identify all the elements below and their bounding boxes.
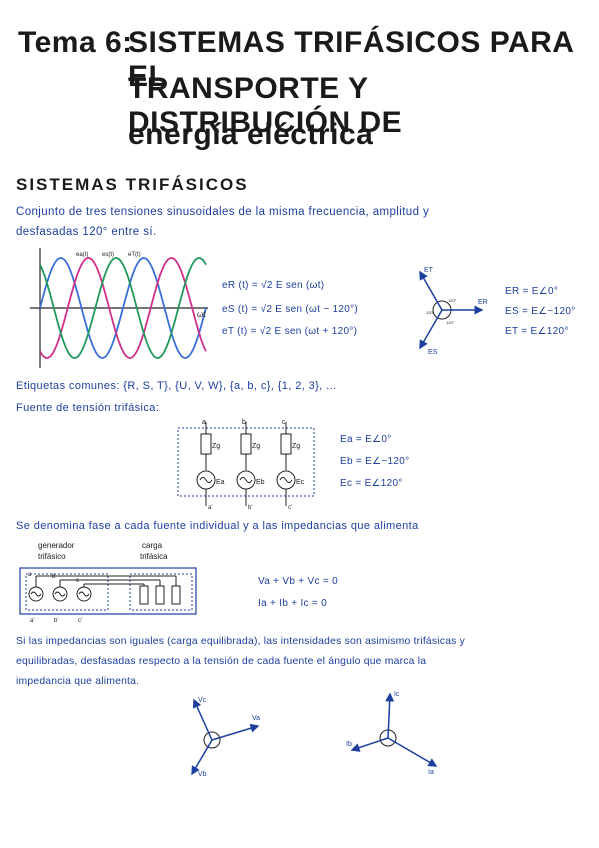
wave-label-t: eT(t) — [128, 252, 141, 258]
svg-text:a': a' — [30, 618, 34, 624]
load-box — [129, 573, 193, 611]
svg-text:b': b' — [54, 618, 58, 624]
generator-label-2: trifásico — [38, 552, 66, 561]
title-line-2: transporte y distribución de — [128, 72, 403, 139]
equation-phasor-r: ER = E∠0° — [505, 286, 559, 297]
svg-text:Zg: Zg — [292, 443, 300, 450]
phasor-v-label-b: Vb — [198, 771, 207, 778]
svg-text:c: c — [76, 578, 79, 584]
phase-definition: Se denomina fase a cada fuente individua… — [16, 520, 419, 532]
generator-load-diagram: a b c a' b' c' — [19, 567, 197, 624]
outer-connection-box — [19, 567, 197, 615]
equation-time-t: eT (t) = √2 E sen (ωt + 120°) — [222, 326, 358, 337]
source-branch-a — [196, 422, 216, 506]
wave-a — [39, 257, 207, 359]
intro-line-1: Conjunto de tres tensiones sinusoidales … — [16, 206, 430, 218]
wave-s — [39, 257, 207, 359]
svg-text:Zg: Zg — [252, 443, 260, 450]
equation-source-a: Ea = E∠0° — [340, 434, 392, 445]
svg-text:a': a' — [208, 505, 212, 510]
phasor-i-label-a: Ia — [428, 769, 434, 776]
title-line-1: Sistemas trifásicos para el — [128, 26, 574, 93]
intro-line-2: desfasadas 120° entre sí. — [16, 226, 157, 238]
wave-label-a: ea(t) — [76, 252, 88, 258]
svg-text:a: a — [202, 419, 206, 426]
phasor-i-label-b: Ib — [346, 741, 352, 748]
svg-text:120°: 120° — [446, 320, 455, 325]
svg-text:Eb: Eb — [256, 479, 265, 486]
equation-source-c: Ec = E∠120° — [340, 478, 403, 489]
section-heading: Sistemas trifásicos — [16, 175, 249, 194]
balanced-line-3: impedancia que alimenta. — [16, 676, 140, 687]
phasor-et-arrow — [419, 270, 443, 311]
phasor-v-label-c: Vc — [198, 697, 207, 704]
svg-text:b': b' — [248, 505, 252, 510]
svg-text:Zg: Zg — [212, 443, 220, 450]
phasor-label-es: ES — [428, 349, 438, 356]
source-branch-b — [236, 422, 256, 506]
phasor-label-er: ER — [478, 299, 488, 306]
svg-text:a: a — [28, 572, 32, 578]
title-label: Tema 6: — [18, 26, 133, 59]
phasor-v-label-a: Va — [252, 715, 260, 722]
title-line-3: energía eléctrica — [128, 118, 374, 151]
svg-text:b: b — [52, 574, 56, 580]
equation-phasor-t: ET = E∠120° — [505, 326, 569, 337]
svg-text:Ea: Ea — [216, 479, 225, 486]
generator-box — [25, 573, 109, 611]
equation-phasor-s: ES = E∠−120° — [505, 306, 576, 317]
phasor-es-arrow — [419, 309, 443, 350]
svg-text:c': c' — [288, 505, 292, 510]
svg-text:120°: 120° — [426, 310, 435, 315]
phasor-diagram-current: Ic Ib Ia — [346, 691, 438, 776]
svg-text:Ec: Ec — [296, 479, 305, 486]
balanced-line-2: equilibradas, desfasadas respecto a la t… — [16, 656, 427, 667]
phasor-diagram-voltage: Vc Va Vb — [191, 697, 260, 778]
phasor-diagram-rst: ET ER ES 120° 120° 120° — [419, 267, 488, 356]
load-label-1: carga — [142, 541, 163, 550]
equation-source-b: Eb = E∠−120° — [340, 456, 410, 467]
source-branch-c — [276, 422, 296, 506]
balanced-line-1: Si las impedancias son iguales (carga eq… — [16, 636, 466, 647]
svg-text:b: b — [242, 419, 246, 426]
load-label-2: trifásica — [140, 552, 168, 561]
phasor-i-label-c: Ic — [394, 691, 400, 698]
waveform-plot: ea(t) es(t) eT(t) — [30, 248, 208, 368]
kcl-equation: Ia + Ib + Ic = 0 — [258, 598, 328, 609]
svg-text:120°: 120° — [448, 298, 457, 303]
kvl-equation: Va + Vb + Vc = 0 — [258, 576, 338, 587]
equation-time-s: eS (t) = √2 E sen (ωt − 120°) — [222, 304, 359, 315]
source-title: Fuente de tensión trifásica: — [16, 402, 160, 414]
wave-t — [39, 257, 207, 359]
generator-label-1: generador — [38, 541, 75, 550]
three-phase-source-diagram: a b c Zg Zg Zg Ea Eb Ec a' b' c' — [177, 419, 315, 510]
wave-label-s: es(t) — [102, 252, 114, 258]
equation-time-r: eR (t) = √2 E sen (ωt) — [222, 280, 325, 291]
waveform-axis-label: ωt — [197, 310, 206, 319]
svg-text:c: c — [282, 419, 286, 426]
common-labels: Etiquetas comunes: {R, S, T}, {U, V, W},… — [16, 380, 337, 392]
phasor-label-et: ET — [424, 267, 434, 274]
svg-text:c': c' — [78, 618, 82, 624]
